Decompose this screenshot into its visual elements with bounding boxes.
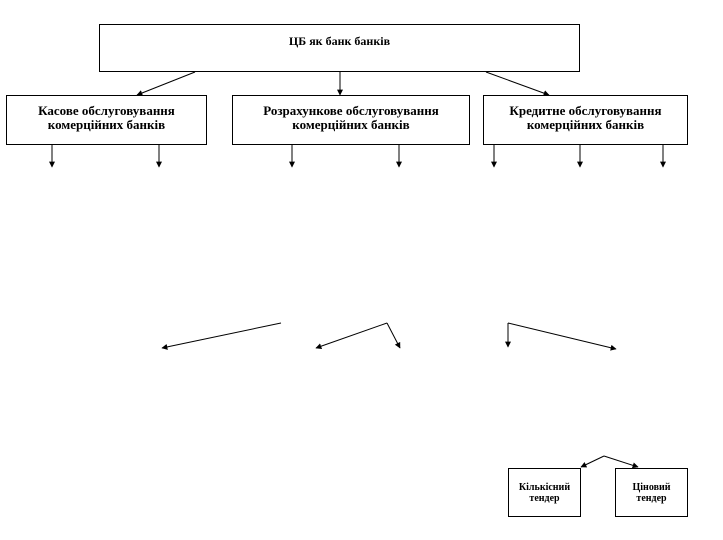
box-credit-service: Кредитне обслуговування комерційних банк…: [483, 95, 688, 145]
connector-root-to-cash: [136, 71, 196, 96]
connector-mid-center-left: [315, 322, 388, 350]
connector-to-price-tender: [603, 455, 639, 469]
connector-root-to-credit: [485, 71, 550, 96]
box-settlement-service: Розрахункове обслуговування комерційних …: [232, 95, 470, 145]
box-cash-service: Касове обслуговування комерційних банків: [6, 95, 207, 145]
connector-mid-right-diagonal: [507, 322, 617, 351]
connector-mid-center-right: [386, 322, 401, 349]
connector-mid-left: [161, 322, 282, 350]
connector-to-qty-tender: [580, 455, 605, 468]
root-box-central-bank: ЦБ як банк банків: [99, 24, 580, 72]
box-quantity-tender: Кількісний тендер: [508, 468, 581, 517]
box-price-tender: Ціновий тендер: [615, 468, 688, 517]
